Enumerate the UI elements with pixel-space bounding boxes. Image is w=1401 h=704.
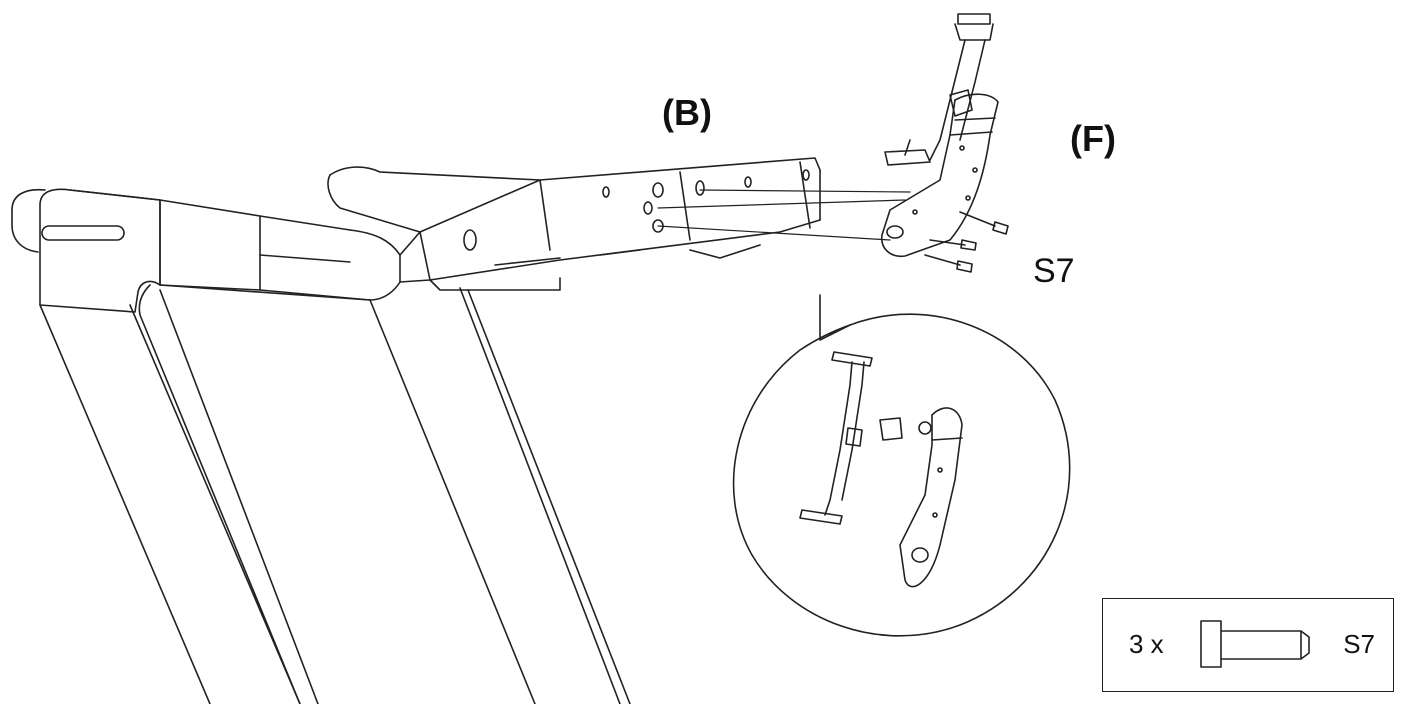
brand-logo-badge	[41, 225, 125, 241]
part-b-label: (B)	[662, 92, 712, 133]
screw-callout-label: S7	[1033, 252, 1075, 290]
tablet-holder-f	[880, 13, 999, 258]
assembly-guide-lines	[657, 189, 911, 241]
left-upright	[39, 284, 319, 704]
screws-s7	[924, 211, 1009, 273]
parts-code: S7	[1343, 629, 1375, 659]
bolt-icon	[1200, 620, 1310, 668]
part-f-label: (F)	[1070, 118, 1116, 159]
detail-callout	[732, 294, 1071, 637]
parts-list-box: 3 x S7	[1102, 598, 1394, 692]
console-frame	[11, 157, 821, 313]
right-upright	[369, 287, 631, 704]
parts-quantity: 3 x	[1129, 629, 1164, 659]
